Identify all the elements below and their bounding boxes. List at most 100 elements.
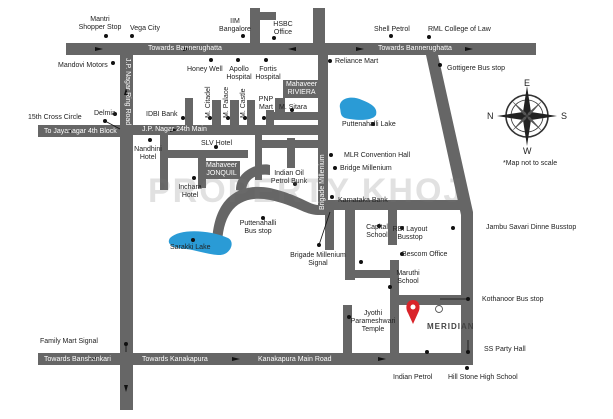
label-bridge-mill: Bridge Millenium	[340, 165, 392, 172]
arrow-east-7	[378, 357, 386, 361]
kothanur-road	[390, 295, 462, 305]
label-maruthi: Maruthi School	[396, 270, 420, 285]
label-slv: SLV Hotel	[201, 140, 232, 147]
dot-capital	[377, 224, 381, 228]
dot-pnp	[262, 116, 266, 120]
compass-needle-s	[523, 116, 531, 146]
pnp-link	[266, 112, 321, 120]
label-palace: M. Palace	[223, 86, 230, 118]
project-name[interactable]: MERIDIAN	[427, 322, 475, 331]
idbi-street	[185, 98, 193, 125]
dot-shell	[389, 34, 393, 38]
dot-indian-petrol	[425, 350, 429, 354]
map-scale-note: *Map not to scale	[503, 160, 558, 167]
dot-karnataka	[330, 195, 334, 199]
leader-lines	[104, 120, 469, 352]
dot-reliance	[328, 59, 332, 63]
dot-castle	[243, 116, 247, 120]
landmark-dots	[103, 34, 470, 370]
label-indian-petrol: Indian Petrol	[393, 374, 433, 381]
hsbc-link	[260, 12, 276, 20]
jambu-road	[461, 212, 473, 230]
kanakapura-road	[38, 353, 473, 365]
label-reliance: Reliance Mart	[335, 58, 379, 65]
dot-bescom	[400, 252, 404, 256]
label-puttenahalli-bus: Puttenahalli Bus stop	[239, 220, 277, 235]
label-mlr: MLR Convention Hall	[344, 152, 411, 159]
compass-rose	[497, 86, 557, 146]
label-iim: IIM Bangalore	[219, 18, 251, 33]
dot-slv	[214, 145, 218, 149]
dot-mantri	[104, 34, 108, 38]
dot-indian-oil	[293, 182, 297, 186]
dot-hsbc	[272, 36, 276, 40]
leader-signal	[318, 211, 331, 246]
reliance-road	[313, 8, 325, 44]
arrow-east-6	[232, 357, 240, 361]
road-label-bannerughatta-west: Towards Bannerughatta	[148, 45, 222, 52]
mlr-link	[262, 140, 318, 148]
watermark: PROPERTY KHOJ	[148, 172, 465, 210]
compass-needle-se	[527, 116, 543, 132]
arrow-east-3	[356, 47, 364, 51]
brigade-millenium-road	[318, 55, 328, 215]
road-label-jp-24th: J.P. Nagar 24th Main	[142, 126, 207, 133]
jayanagar-road	[38, 125, 120, 137]
road-label-jayanagar: To Jayanagar 4th Block	[44, 128, 117, 135]
compass-needle-sw	[511, 116, 527, 132]
compass-needle-e	[527, 112, 557, 120]
label-indian-oil: Indian Oil Petrol Bunk	[270, 170, 308, 185]
dot-jyothi	[347, 315, 351, 319]
citadel-street	[212, 100, 221, 125]
label-castle: M. Castle	[240, 88, 247, 118]
kothanur-stub	[343, 305, 352, 353]
slv-link	[160, 135, 168, 190]
label-rml: RML College of Law	[428, 26, 491, 33]
label-honeywell: Honey Well	[187, 66, 223, 73]
meridian-logo-icon	[435, 305, 443, 313]
label-karnataka: Karnataka Bank	[338, 197, 388, 204]
label-citadel: M. Citadel	[205, 86, 212, 118]
iim-road	[250, 8, 260, 44]
karnataka-road	[328, 200, 461, 210]
jp-nagar-ring-road	[120, 55, 133, 410]
dot-sarakki	[191, 238, 195, 242]
jp-nagar-24th-main	[133, 125, 328, 135]
meridian-link	[355, 270, 390, 278]
arrow-west-1	[288, 47, 296, 51]
arrow-west-3	[88, 357, 96, 361]
label-jyothi: Jyothi Parameshwari Temple	[350, 310, 396, 333]
label-sarakki: Sarakki Lake	[170, 244, 211, 251]
label-inchara: Inchara Hotel	[178, 184, 202, 199]
label-rbi: RBI Layout Busstop	[392, 226, 428, 241]
label-puttenahalli-lake: Puttenahalli Lake	[342, 121, 396, 128]
label-mandovi: Mandovi Motors	[58, 62, 108, 69]
bannerughatta-road	[66, 43, 536, 55]
capital-road	[388, 210, 397, 245]
label-mantri: Mantri Shopper Stop	[78, 16, 122, 31]
dot-citadel	[208, 116, 212, 120]
arrow-east-1	[95, 47, 103, 51]
box-jonquil: Mahaveer JONQUIL	[203, 161, 241, 179]
meridian-road	[390, 260, 399, 355]
compass-e: E	[524, 78, 531, 88]
meridian-marker[interactable]	[406, 300, 443, 324]
dot-puttenahalli-bus	[261, 216, 265, 220]
leader-fifteenth	[104, 120, 121, 130]
label-hsbc: HSBC Office	[273, 21, 293, 36]
roads	[38, 8, 536, 410]
sarakki-lake	[168, 231, 232, 256]
label-fortis: Fortis Hospital	[255, 66, 281, 81]
label-apollo: Apollo Hospital	[226, 66, 252, 81]
location-pin-icon	[406, 300, 420, 324]
bridge-gardens-road	[345, 210, 355, 280]
dot-palace	[226, 116, 230, 120]
compass-n: N	[487, 111, 494, 121]
arrow-west-2	[64, 129, 72, 133]
label-brigade-signal: Brigade Millenium Signal	[290, 252, 346, 267]
direction-arrows	[64, 47, 473, 392]
dot-bridge-gardens	[359, 260, 363, 264]
dot-vega	[130, 34, 134, 38]
top-link	[275, 98, 285, 112]
castle-street	[247, 100, 255, 125]
